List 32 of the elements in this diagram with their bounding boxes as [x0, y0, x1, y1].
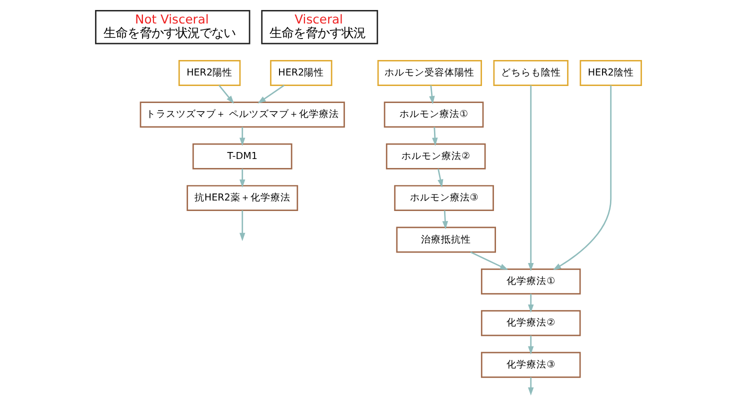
node-box: 化学療法③	[480, 352, 580, 378]
arrow	[239, 210, 245, 242]
node-box: HER2陰性	[579, 60, 642, 86]
node-box: HER2陽性	[178, 60, 240, 86]
arrow	[428, 85, 434, 104]
arrow	[527, 85, 534, 272]
node-box: T-DM1	[192, 143, 292, 170]
node-box: どちらも陰性	[492, 60, 568, 86]
node-box: 化学療法②	[480, 310, 580, 336]
node-box: ホルモン受容体陽性	[376, 60, 482, 86]
arrow	[239, 168, 245, 188]
arrow	[432, 126, 438, 146]
node-box: Visceral 生命を脅かす状況	[260, 10, 378, 44]
node-box: トラスツズマブ＋ ペルツズマブ＋化学療法	[139, 102, 344, 128]
arrow	[257, 84, 284, 104]
node-box: 抗HER2薬＋化学療法	[186, 185, 298, 212]
arrow	[527, 294, 534, 313]
node-box: ホルモン療法③	[394, 185, 494, 212]
node-box: 治療抵抗性	[396, 226, 496, 253]
arrow	[552, 85, 612, 270]
arrow	[218, 84, 234, 104]
node-box: HER2陽性	[270, 60, 332, 86]
arrow	[437, 168, 443, 188]
node-box: ホルモン療法②	[385, 143, 486, 170]
arrow	[527, 336, 534, 354]
arrow	[442, 210, 448, 230]
node-box: 化学療法①	[480, 268, 580, 294]
arrow	[470, 252, 508, 270]
arrow	[527, 377, 534, 396]
arrow	[239, 127, 245, 146]
node-box: Not Visceral 生命を脅かす状況でない	[94, 10, 250, 44]
node-box: ホルモン療法①	[383, 102, 484, 128]
